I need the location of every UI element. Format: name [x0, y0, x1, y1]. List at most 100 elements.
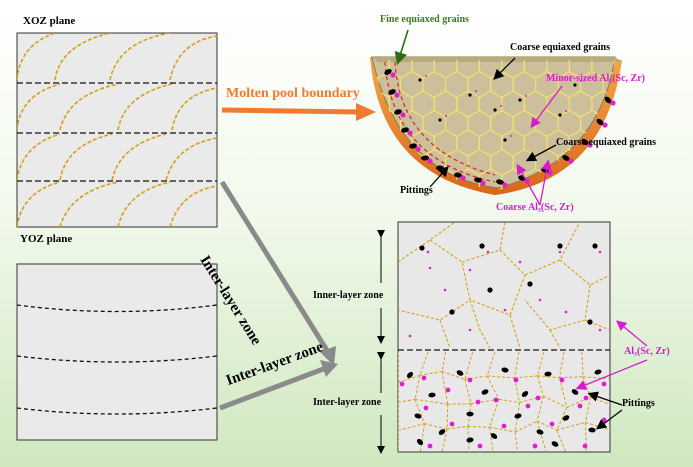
pitting — [487, 287, 493, 293]
grain-cell — [682, 247, 693, 273]
precipitate — [445, 387, 451, 393]
grain-cell — [377, 148, 402, 177]
precipitate — [427, 443, 433, 449]
grain-cell — [637, 208, 660, 234]
grain-cell — [648, 228, 671, 254]
pitting — [384, 69, 392, 75]
precipitate — [477, 443, 483, 449]
pitting — [592, 243, 598, 249]
precipitate — [449, 421, 455, 427]
coarse-precipitate — [502, 182, 508, 188]
fine-grains — [398, 351, 610, 452]
coarse-grains — [398, 222, 610, 349]
grain-boundary — [419, 351, 429, 376]
pitting — [468, 93, 472, 97]
grain-cell — [490, 187, 514, 190]
pitting — [544, 371, 552, 377]
grain-cell — [372, 129, 390, 157]
xoz-plane-label: XOZ plane — [23, 15, 76, 27]
pitting — [503, 138, 507, 142]
pitting — [514, 413, 522, 419]
grain-cell — [614, 247, 637, 273]
precipitate — [513, 377, 519, 383]
grain-boundary — [464, 375, 488, 381]
pitting — [496, 179, 504, 185]
pitting — [418, 78, 422, 82]
grain-cell — [444, 187, 469, 190]
pitting — [449, 309, 455, 315]
grain-boundary — [590, 396, 610, 405]
coarse-precipitate — [587, 142, 593, 148]
grain-boundary — [447, 425, 469, 430]
grain-boundary — [487, 375, 515, 379]
grain-boundary — [467, 425, 490, 428]
grain-boundary — [514, 431, 519, 452]
precipitate — [421, 375, 427, 381]
minor-precipitate — [475, 90, 477, 92]
precipitate — [559, 377, 565, 383]
pittings-panel-label: Pittings — [622, 398, 655, 409]
pitting — [587, 319, 593, 325]
grain-boundary — [514, 351, 520, 379]
grain-boundary — [514, 377, 521, 403]
grain-boundary — [536, 396, 544, 422]
pitting — [388, 89, 396, 95]
grain-cell — [626, 150, 649, 176]
grain-boundary — [536, 420, 547, 452]
precipitate — [525, 403, 531, 409]
inter-layer-arrows — [219, 180, 338, 411]
grain-cell — [591, 168, 615, 190]
pitting — [573, 83, 577, 87]
grain-cell — [602, 187, 615, 190]
precipitate — [399, 381, 405, 387]
molten-pool-arrow — [221, 103, 376, 121]
precipitate — [582, 443, 588, 449]
coarse-precipitate — [568, 158, 574, 164]
precipitate — [558, 250, 562, 254]
grain-cell — [648, 72, 671, 98]
pitting — [562, 155, 570, 161]
minor-precipitate — [425, 75, 427, 77]
precipitate — [468, 268, 472, 272]
grain-boundary — [441, 370, 466, 380]
grain-cell — [671, 150, 693, 176]
grain-cell — [568, 168, 593, 190]
grain-cell — [626, 228, 649, 254]
pitting — [416, 438, 424, 446]
grain-cell — [367, 247, 390, 273]
grain-cell — [377, 187, 402, 190]
pitting — [409, 143, 417, 149]
pitting — [518, 98, 522, 102]
coarse-precipitate-label: Coarse Al₃(Sc, Zr) — [496, 202, 574, 213]
grain-boundary — [419, 370, 443, 376]
precipitate — [443, 288, 447, 292]
minor-precipitate — [510, 135, 512, 137]
pitting — [456, 370, 464, 376]
pitting — [406, 371, 414, 379]
pitting — [527, 281, 533, 287]
microstructure-panel — [397, 221, 611, 453]
grain-cell — [671, 111, 693, 137]
coarse-precipitate — [427, 158, 433, 164]
grain-boundary — [464, 379, 472, 404]
coarse-equiaxed-grains-label-2: Coarse equiaxed grains — [556, 137, 656, 148]
coarse-precipitate — [415, 146, 421, 152]
pitting — [414, 413, 422, 419]
precipitate — [486, 250, 490, 254]
minor-precipitate — [565, 110, 567, 112]
precipitate — [598, 250, 602, 254]
grain-boundary — [398, 374, 420, 384]
pitting — [604, 96, 612, 104]
grain-cell — [648, 189, 671, 215]
grain-boundary — [486, 375, 500, 400]
grain-cell — [648, 150, 671, 176]
pitting — [474, 177, 482, 183]
grain-cell — [372, 168, 390, 190]
coarse-precipitate — [460, 175, 466, 181]
grain-boundary — [514, 420, 538, 433]
melt-pool-arcs — [17, 33, 217, 227]
pitting — [421, 155, 429, 161]
grain-boundary — [558, 377, 568, 408]
coarse-precipitate — [407, 130, 413, 136]
